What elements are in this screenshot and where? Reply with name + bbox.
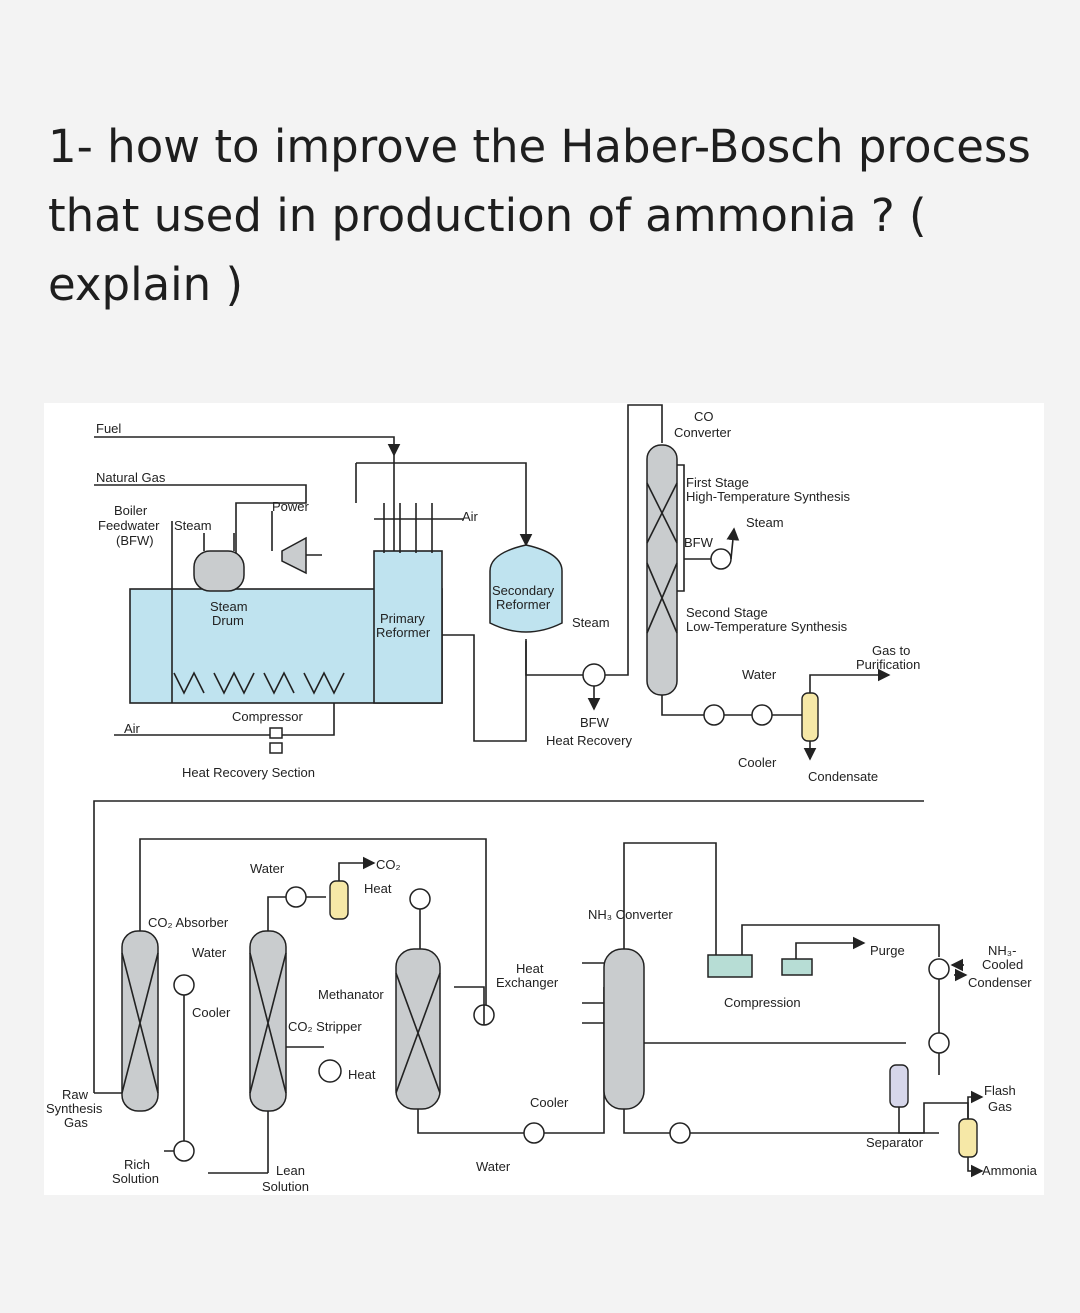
label-air-left: Air	[124, 721, 141, 736]
label-flash-1: Flash	[984, 1083, 1016, 1098]
label-steam-mid: Steam	[572, 615, 610, 630]
label-air-top: Air	[462, 509, 479, 524]
label-gas-to-1: Gas to	[872, 643, 910, 658]
label-fuel: Fuel	[96, 421, 121, 436]
nh3-converter	[582, 842, 939, 1144]
label-bfw-mid: BFW	[580, 715, 610, 730]
label-lean-1: Lean	[276, 1163, 305, 1178]
question-text: 1- how to improve the Haber-Bosch proces…	[48, 120, 1031, 311]
label-raw-2: Synthesis	[46, 1101, 103, 1116]
label-steam-drum-1: Steam	[210, 599, 248, 614]
label-ammonia: Ammonia	[982, 1163, 1038, 1178]
label-cooler-conv: Cooler	[738, 755, 777, 770]
steam-heat-exchanger	[525, 404, 663, 711]
label-separator: Separator	[866, 1135, 924, 1150]
purification-piping	[139, 838, 605, 1174]
label-secondary-reformer-2: Reformer	[496, 597, 551, 612]
label-steam-top: Steam	[174, 518, 212, 533]
label-rich-1: Rich	[124, 1157, 150, 1172]
label-flash-2: Gas	[988, 1099, 1012, 1114]
label-nh3-converter: NH₃ Converter	[588, 907, 673, 922]
fuel-line	[94, 436, 401, 457]
co-converter	[646, 444, 678, 696]
co2-stripper	[249, 930, 287, 1112]
label-cooler-abs: Cooler	[192, 1005, 231, 1020]
label-bfw-paren: (BFW)	[116, 533, 154, 548]
label-co2-stripper: CO₂ Stripper	[288, 1019, 362, 1034]
label-raw-3: Gas	[64, 1115, 88, 1130]
label-heat-top: Heat	[364, 881, 392, 896]
label-first-stage-1: First Stage	[686, 475, 749, 490]
label-co-converter-1: CO	[694, 409, 714, 424]
label-heat-recovery: Heat Recovery	[546, 733, 632, 748]
label-co2-absorber: CO₂ Absorber	[148, 915, 229, 930]
label-steam-drum-2: Drum	[212, 613, 244, 628]
label-gas-to-2: Purification	[856, 657, 920, 672]
label-steam-conv: Steam	[746, 515, 784, 530]
natural-gas-line	[94, 455, 533, 553]
label-heat-recovery-section: Heat Recovery Section	[182, 765, 315, 780]
primary-reformer	[129, 503, 464, 704]
label-nh3-cooled-1: NH₃-	[988, 943, 1016, 958]
label-water-conv: Water	[742, 667, 777, 682]
label-heat-exchanger-1: Heat	[516, 961, 544, 976]
label-primary-reformer-2: Reformer	[376, 625, 431, 640]
label-cooler-meth: Cooler	[530, 1095, 569, 1110]
label-secondary-reformer-1: Secondary	[492, 583, 555, 598]
label-co2-out: CO₂	[376, 857, 401, 872]
separator-vessel	[889, 1064, 984, 1178]
label-condensate: Condensate	[808, 769, 878, 784]
label-rich-2: Solution	[112, 1171, 159, 1186]
label-second-stage-2: Low-Temperature Synthesis	[686, 619, 848, 634]
steam-drum	[171, 521, 245, 703]
label-second-stage-1: Second Stage	[686, 605, 768, 620]
label-primary-reformer-1: Primary	[380, 611, 425, 626]
label-water-abs: Water	[192, 945, 227, 960]
label-bfw-conv: BFW	[684, 535, 714, 550]
haber-bosch-process-diagram: Fuel Natural Gas Boiler Feedwater (BFW) …	[44, 403, 1044, 1195]
air-compressor	[114, 703, 335, 754]
label-purge: Purge	[870, 943, 905, 958]
label-natural-gas: Natural Gas	[96, 470, 166, 485]
nh3-condenser	[928, 958, 968, 1075]
gas-cooler-train	[661, 668, 891, 761]
bfw-exchanger	[677, 464, 734, 592]
power-turbine	[271, 511, 322, 575]
secondary-reformer	[442, 544, 563, 742]
label-compressor: Compressor	[232, 709, 303, 724]
label-feedwater: Feedwater	[98, 518, 160, 533]
co2-absorber	[94, 930, 159, 1112]
label-methanator: Methanator	[318, 987, 384, 1002]
transfer-line	[93, 800, 924, 1093]
label-lean-2: Solution	[262, 1179, 309, 1194]
convection-coils	[173, 671, 345, 695]
compression-unit	[707, 924, 940, 978]
label-nh3-cooled-2: Cooled	[982, 957, 1023, 972]
label-heat-exchanger-2: Exchanger	[496, 975, 559, 990]
label-water-bottom: Water	[476, 1159, 511, 1174]
label-compression: Compression	[724, 995, 801, 1010]
label-nh3-cooled-3: Condenser	[968, 975, 1032, 990]
label-heat-strip: Heat	[348, 1067, 376, 1082]
label-water-top: Water	[250, 861, 285, 876]
label-boiler: Boiler	[114, 503, 148, 518]
methanator	[395, 948, 441, 1110]
label-raw-1: Raw	[62, 1087, 89, 1102]
label-first-stage-2: High-Temperature Synthesis	[686, 489, 851, 504]
label-power: Power	[272, 499, 310, 514]
label-co-converter-2: Converter	[674, 425, 732, 440]
